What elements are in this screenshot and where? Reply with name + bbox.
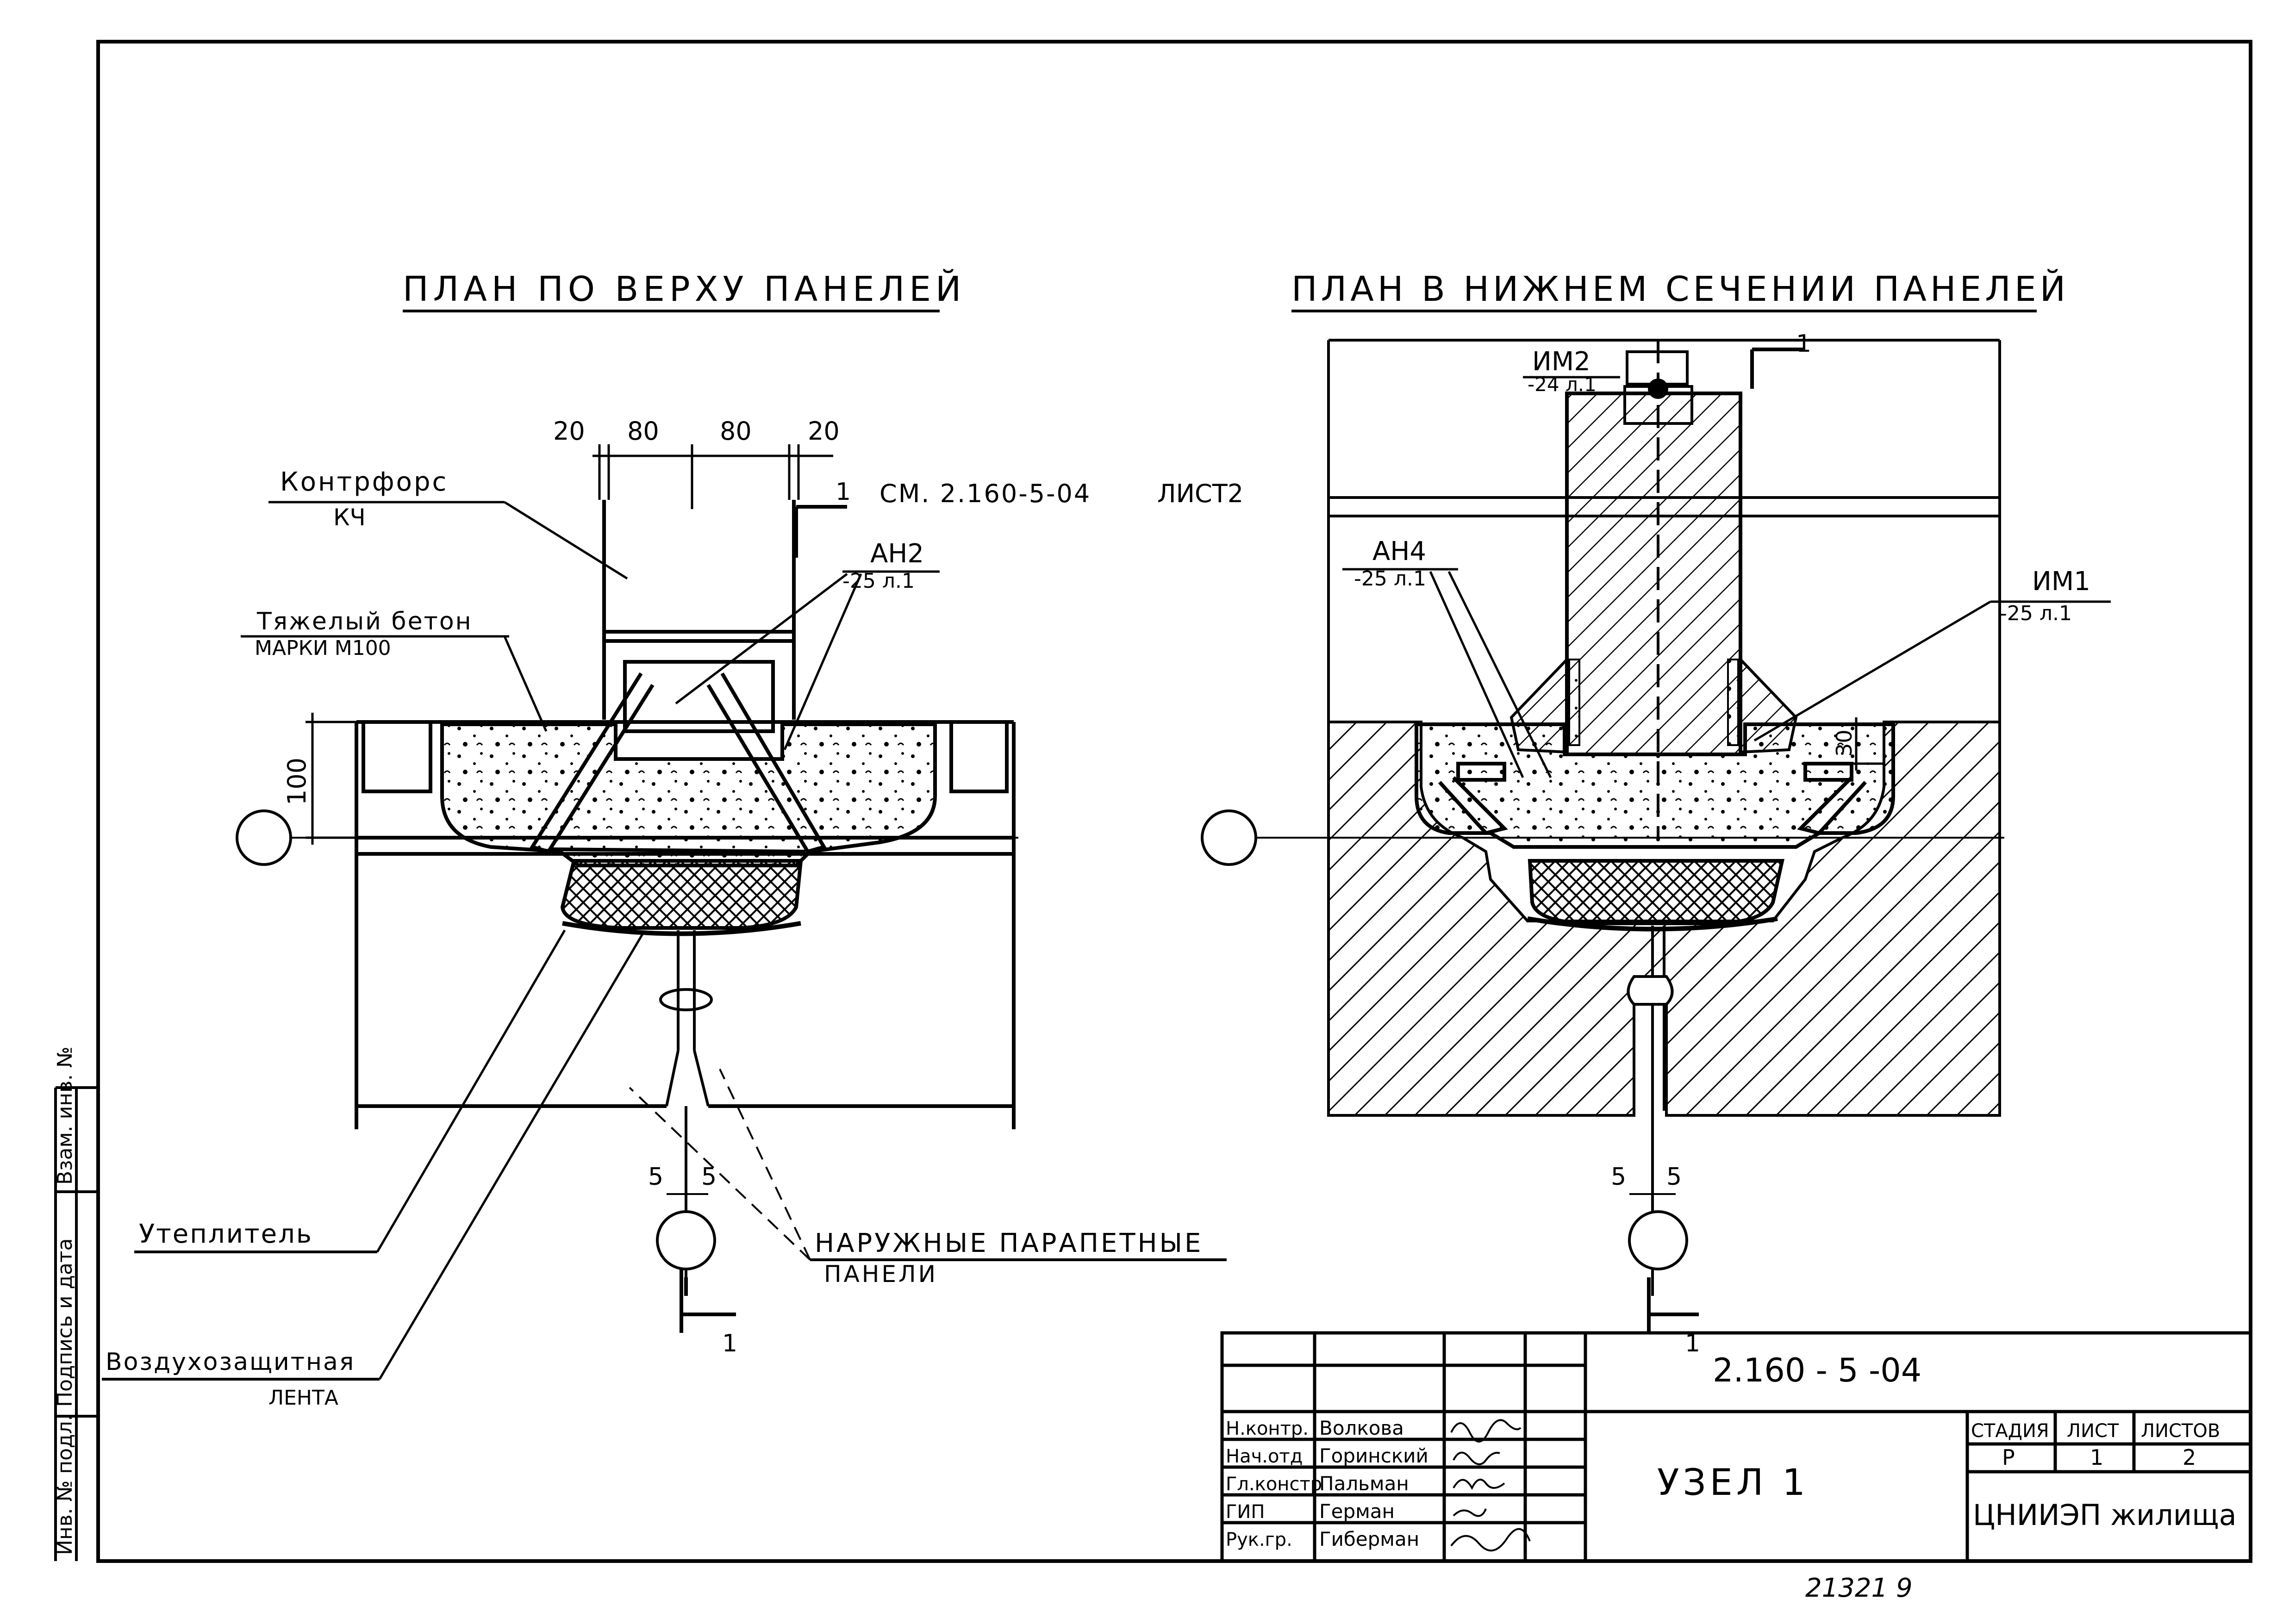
dim-80-left: 80 bbox=[627, 417, 659, 446]
name-2: Горинский bbox=[1319, 1444, 1428, 1467]
label-im1: ИМ1 bbox=[2032, 566, 2090, 597]
label-airtape2: ЛЕНТА bbox=[268, 1386, 338, 1410]
label-joint-r: 5 bbox=[701, 1163, 717, 1191]
sheet-header: ЛИСТ bbox=[2067, 1420, 2119, 1442]
label-an4: АН4 bbox=[1372, 536, 1426, 566]
role-5: Рук.гр. bbox=[1226, 1529, 1292, 1550]
label-ref: СМ. 2.160-5-04 bbox=[879, 479, 1091, 508]
stage-value: Р bbox=[2002, 1445, 2015, 1470]
right-section-mark-top: 1 bbox=[1796, 330, 1811, 358]
name-3: Пальман bbox=[1319, 1472, 1409, 1495]
label-an2: АН2 bbox=[870, 539, 924, 569]
sheets-header: ЛИСТОВ bbox=[2141, 1420, 2220, 1442]
right-joint-l: 5 bbox=[1611, 1163, 1626, 1191]
left-section-mark-top: 1 bbox=[836, 478, 851, 506]
axis-marker-right bbox=[1201, 809, 1257, 866]
dim-30: 30 bbox=[1832, 729, 1857, 757]
role-1: Н.контр. bbox=[1226, 1418, 1309, 1439]
right-joint-r: 5 bbox=[1666, 1163, 1682, 1191]
sheets-value: 2 bbox=[2183, 1445, 2196, 1470]
stamp-text-1: Инв. № подл. bbox=[53, 1414, 77, 1555]
right-view-title: ПЛАН В НИЖНЕМ СЕЧЕНИИ ПАНЕЛЕЙ bbox=[1291, 268, 2069, 309]
label-airtape: Воздухозащитная bbox=[106, 1348, 355, 1376]
label-buttress: Контрфорс bbox=[280, 467, 448, 497]
insulation-left bbox=[560, 859, 803, 930]
axis-marker-left-bottom bbox=[656, 1210, 716, 1270]
label-concrete: Тяжелый бетон bbox=[256, 608, 473, 635]
label-ref-sheet: ЛИСТ2 bbox=[1157, 479, 1243, 508]
doc-code: 2.160 - 5 -04 bbox=[1713, 1351, 1921, 1389]
stamp-text-2: Подпись и дата bbox=[53, 1238, 77, 1407]
label-joint-l: 5 bbox=[648, 1163, 663, 1191]
dim-20-right: 20 bbox=[808, 417, 840, 446]
name-5: Гиберман bbox=[1319, 1528, 1419, 1550]
concrete-fill-left bbox=[440, 722, 937, 867]
insulation-right bbox=[1528, 859, 1784, 925]
label-parapet: НАРУЖНЫЕ ПАРАПЕТНЫЕ bbox=[815, 1228, 1203, 1258]
label-concrete-grade: МАРКИ М100 bbox=[255, 636, 391, 660]
concrete-fill-right bbox=[1415, 722, 1895, 849]
org-name: ЦНИИЭП жилища bbox=[1973, 1498, 2237, 1532]
left-section-mark-bottom: 1 bbox=[722, 1330, 737, 1357]
label-parapet2: ПАНЕЛИ bbox=[824, 1261, 938, 1288]
dim-20-left: 20 bbox=[553, 417, 585, 446]
left-view: ПЛАН ПО ВЕРХУ ПАНЕЛЕЙ 20 80 80 20 bbox=[102, 268, 1243, 1410]
label-insulation: Утеплитель bbox=[139, 1219, 313, 1249]
footer-code: 21321 9 bbox=[1805, 1573, 1913, 1603]
side-stamp bbox=[54, 1086, 98, 1561]
right-view: ПЛАН В НИЖНЕМ СЕЧЕНИИ ПАНЕЛЕЙ bbox=[1201, 268, 2111, 1357]
label-an4-ref: -25 л.1 bbox=[1354, 567, 1426, 591]
label-im2: ИМ2 bbox=[1532, 347, 1590, 377]
role-3: Гл.констр bbox=[1226, 1474, 1322, 1495]
name-4: Герман bbox=[1319, 1500, 1395, 1523]
role-4: ГИП bbox=[1226, 1501, 1265, 1523]
stage-header: СТАДИЯ bbox=[1971, 1420, 2049, 1442]
dim-100: 100 bbox=[282, 758, 312, 805]
name-1: Волкова bbox=[1319, 1417, 1404, 1439]
label-buttress-code: КЧ bbox=[333, 504, 366, 531]
label-im1-ref: -25 л.1 bbox=[2000, 602, 2072, 625]
axis-marker-right-bottom bbox=[1628, 1210, 1688, 1270]
stamp-text-3: Взам. инв. № bbox=[53, 1046, 77, 1185]
left-view-title: ПЛАН ПО ВЕРХУ ПАНЕЛЕЙ bbox=[403, 268, 966, 309]
title-block bbox=[1220, 1331, 2252, 1563]
sheet-border bbox=[96, 40, 2252, 1563]
role-2: Нач.отд bbox=[1226, 1446, 1303, 1467]
signatures bbox=[1450, 1419, 1531, 1552]
axis-marker-left bbox=[236, 809, 292, 866]
sheet-value: 1 bbox=[2090, 1445, 2103, 1470]
node-title: УЗЕЛ 1 bbox=[1657, 1462, 1809, 1504]
dim-80-right: 80 bbox=[720, 417, 752, 446]
buttress-column bbox=[1565, 392, 1742, 756]
